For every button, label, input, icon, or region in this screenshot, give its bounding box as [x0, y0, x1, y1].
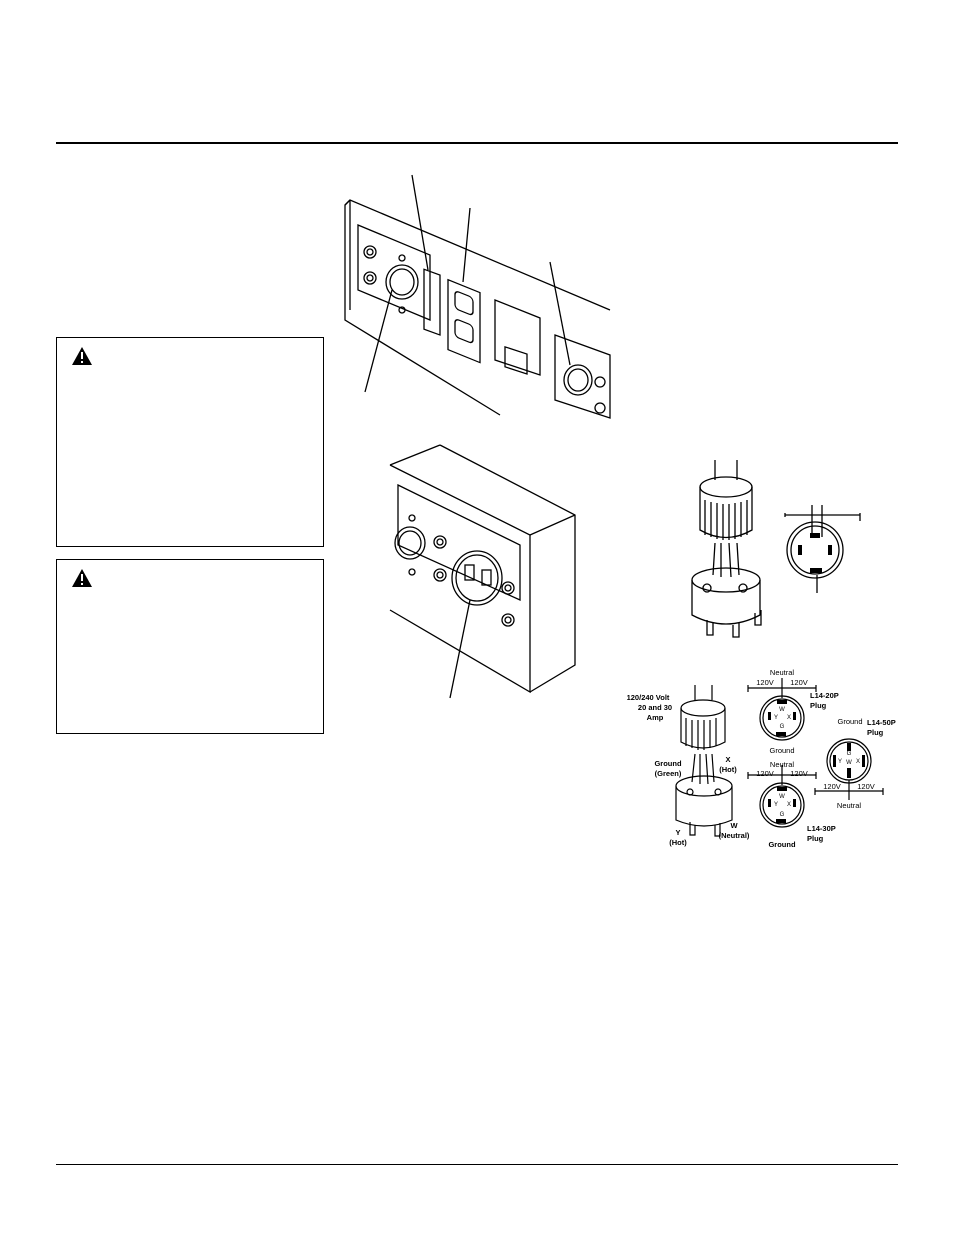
l14-20p-neutral: Neutral [770, 668, 795, 677]
plug-wiring-figure: 120/240 Volt 20 and 30 Amp Ground (Green… [620, 660, 910, 860]
panel-50amp-figure [380, 440, 580, 700]
l14-20p-y: Y [774, 715, 778, 721]
l14-50p-x: X [856, 759, 860, 765]
l14-50p-face [814, 738, 884, 800]
l14-50p-name-1: L14-50P [867, 718, 896, 727]
panel-50amp-drawing [389, 444, 576, 699]
l14-20p-face [747, 678, 817, 741]
rating-label-3: Amp [647, 713, 664, 722]
l14-50p-y: Y [838, 759, 842, 765]
l14-20p-v-right: 120V [790, 678, 808, 687]
l14-30p-x: X [787, 802, 791, 808]
l14-30p-g: G [780, 812, 785, 818]
plug-wiring-drawing: 120/240 Volt 20 and 30 Amp Ground (Green… [627, 668, 896, 849]
l14-30p-name-1: L14-30P [807, 824, 836, 833]
w-neutral-label-2: (Neutral) [719, 831, 750, 840]
l14-50p-v-left: 120V [823, 782, 841, 791]
twist-lock-plug-figure [685, 455, 875, 645]
l14-30p-w: W [779, 794, 785, 800]
l14-50p-g: G [847, 751, 852, 757]
l14-30p-y: Y [774, 802, 778, 808]
l14-50p-w: W [846, 760, 852, 766]
l14-50p-ground: Ground [837, 717, 862, 726]
l14-20p-g: G [780, 724, 785, 730]
l14-50p-name-2: Plug [867, 728, 884, 737]
rating-label-2: 20 and 30 [638, 703, 672, 712]
l14-20p-name-2: Plug [810, 701, 827, 710]
y-hot-label-2: (Hot) [669, 838, 687, 847]
l14-30p-name-2: Plug [807, 834, 824, 843]
l14-30p-v-right: 120V [790, 769, 808, 778]
l14-50p-v-right: 120V [857, 782, 875, 791]
y-hot-label-1: Y [675, 828, 680, 837]
x-hot-label-1: X [725, 755, 730, 764]
control-panel-drawing [344, 174, 611, 419]
twist-lock-plug-drawing [691, 460, 861, 638]
w-neutral-label-1: W [730, 821, 738, 830]
warning-triangle-icon [72, 347, 92, 365]
control-panel-figure [330, 170, 620, 420]
rating-label-1: 120/240 Volt [627, 693, 670, 702]
warning-box-1 [56, 337, 324, 547]
cord-plug-drawing [675, 685, 733, 837]
ground-label-1: Ground [654, 759, 681, 768]
footer-rule [56, 1164, 898, 1165]
l14-30p-neutral: Neutral [770, 760, 795, 769]
l14-30p-face [747, 765, 817, 828]
x-hot-label-2: (Hot) [719, 765, 737, 774]
l14-30p-v-left: 120V [756, 769, 774, 778]
header-rule [56, 142, 898, 144]
l14-20p-v-left: 120V [756, 678, 774, 687]
warning-box-2 [56, 559, 324, 734]
l14-20p-ground: Ground [769, 746, 794, 755]
l14-30p-ground: Ground [768, 840, 795, 849]
warning-triangle-icon [72, 569, 92, 587]
l14-20p-w: W [779, 707, 785, 713]
l14-20p-x: X [787, 715, 791, 721]
l14-20p-name-1: L14-20P [810, 691, 839, 700]
l14-50p-neutral: Neutral [837, 801, 862, 810]
ground-label-2: (Green) [655, 769, 682, 778]
